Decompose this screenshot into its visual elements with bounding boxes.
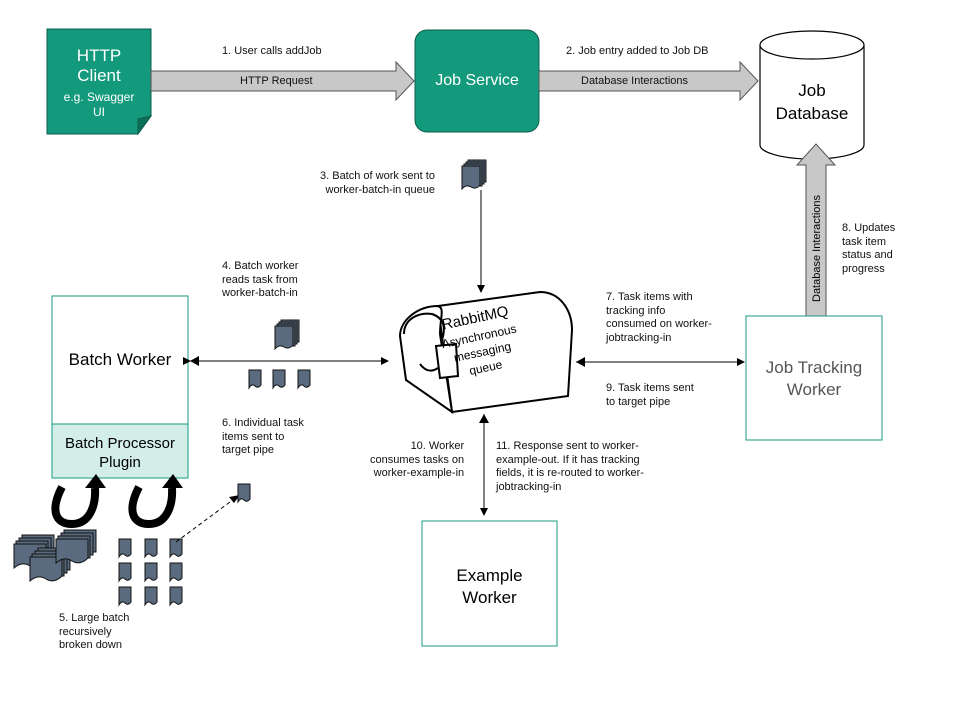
step4-doc-stack-icon [274, 319, 300, 350]
step1-line: 1. User calls addJob [222, 45, 322, 57]
example-worker-line2: Worker [462, 588, 517, 607]
step4-line: worker-batch-in [222, 287, 298, 299]
http-request-label: HTTP Request [240, 75, 313, 87]
step6-label: 6. Individual task items sent to target … [222, 417, 304, 458]
rabbitmq-mailbox-icon [398, 290, 574, 415]
step2-line: 2. Job entry added to Job DB [566, 45, 709, 57]
task-doc-icon [248, 369, 262, 389]
step8-line: progress [842, 262, 885, 275]
step4-line: 4. Batch worker [222, 260, 299, 272]
rabbitmq-line3: queue [468, 357, 504, 378]
database-interactions-arrow [538, 60, 759, 102]
step11-line: 11. Response sent to worker- [496, 440, 639, 452]
http-client-title-line2: Client [77, 66, 121, 85]
step4-label: 4. Batch worker reads task from worker-b… [222, 260, 298, 301]
step4-line: reads task from [222, 273, 298, 286]
http-client-sub: e.g. Swagger UI [47, 90, 151, 120]
step10-line: worker-example-in [373, 467, 465, 479]
step1-label: 1. User calls addJob [222, 45, 322, 59]
step8-line: task item [842, 235, 887, 248]
step11-label: 11. Response sent to worker- example-out… [496, 440, 644, 494]
step7-label: 7. Task items with tracking info consume… [606, 291, 712, 345]
step6-line: items sent to [222, 430, 285, 443]
batch-doc-stack-icon [461, 159, 487, 190]
example-worker-line1: Example [456, 566, 523, 585]
batch-processor-plugin-line1: Batch Processor [64, 435, 176, 452]
http-request-arrow [150, 60, 415, 102]
step5-line: broken down [59, 639, 122, 651]
database-interactions-label: Database Interactions [581, 75, 689, 87]
single-task-doc-icon [237, 483, 251, 503]
step9-line: 9. Task items sent [606, 382, 694, 394]
step2-label: 2. Job entry added to Job DB [566, 45, 708, 59]
job-tracking-worker-label: Job Tracking Worker [746, 357, 882, 401]
step9-line: to target pipe [606, 395, 671, 408]
http-client-title-line1: HTTP [76, 46, 122, 65]
job-tracking-worker-line2: Worker [786, 380, 842, 399]
step10-line: consumes tasks on [370, 453, 465, 466]
step3-label: 3. Batch of work sent to worker-batch-in… [320, 170, 435, 197]
step5-line: 5. Large batch [59, 612, 130, 624]
http-client-shape [46, 28, 153, 136]
step6-dashed-arrow [175, 498, 235, 543]
job-tracking-worker-box [745, 315, 883, 441]
step5-label: 5. Large batch recursively broken down [59, 612, 129, 653]
http-client-label: HTTP Client [47, 46, 151, 86]
step3-line: worker-batch-in queue [325, 183, 435, 196]
step3-line: 3. Batch of work sent to [320, 170, 435, 182]
recursion-arrows [51, 474, 183, 529]
step9-label: 9. Task items sent to target pipe [606, 382, 694, 409]
batch-worker-arrow-start-head [190, 356, 199, 366]
step10-label: 10. Worker consumes tasks on worker-exam… [370, 440, 464, 481]
http-client-sub-line1: e.g. Swagger [63, 90, 135, 104]
step7-line: tracking info [606, 304, 666, 317]
step8-line: status and [842, 249, 893, 261]
job-service-title: Job Service [435, 72, 519, 89]
batch-processor-plugin-line2: Plugin [99, 454, 141, 471]
job-database-cylinder [759, 30, 865, 160]
step7-line: jobtracking-in [606, 331, 672, 344]
http-client-sub-line2: UI [93, 105, 105, 119]
step8-line: 8. Updates [842, 222, 896, 234]
database-interactions-vertical-arrow [795, 143, 837, 317]
task-grid-icons [118, 538, 183, 606]
batch-processor-plugin-label: Batch Processor Plugin [52, 434, 188, 472]
step11-line: jobtracking-in [496, 480, 562, 493]
step6-line: 6. Individual task [222, 417, 304, 429]
step10-line: 10. Worker [410, 440, 465, 452]
step5-line: recursively [59, 625, 112, 638]
task-doc-icon [272, 369, 286, 389]
step7-line: consumed on worker- [606, 318, 712, 330]
job-tracking-worker-line1: Job Tracking [765, 358, 863, 377]
job-database-title-line2: Database [775, 104, 849, 123]
batch-processor-plugin-box [51, 423, 189, 479]
step7-line: 7. Task items with [606, 291, 693, 303]
step6-line: target pipe [222, 444, 274, 456]
database-interactions-vertical-label: Database Interactions [811, 194, 823, 302]
step8-label: 8. Updates task item status and progress [842, 222, 895, 276]
batch-worker-title: Batch Worker [68, 350, 172, 369]
step11-line: example-out. If it has tracking [496, 453, 640, 466]
large-batch-stack-icon [55, 529, 97, 564]
task-doc-icon [297, 369, 311, 389]
job-database-label: Job Database [760, 79, 864, 125]
example-worker-box [421, 520, 558, 647]
example-worker-label: Example Worker [422, 565, 557, 609]
job-database-title-line1: Job [798, 81, 826, 100]
step11-line: fields, it is re-routed to worker- [496, 467, 644, 479]
